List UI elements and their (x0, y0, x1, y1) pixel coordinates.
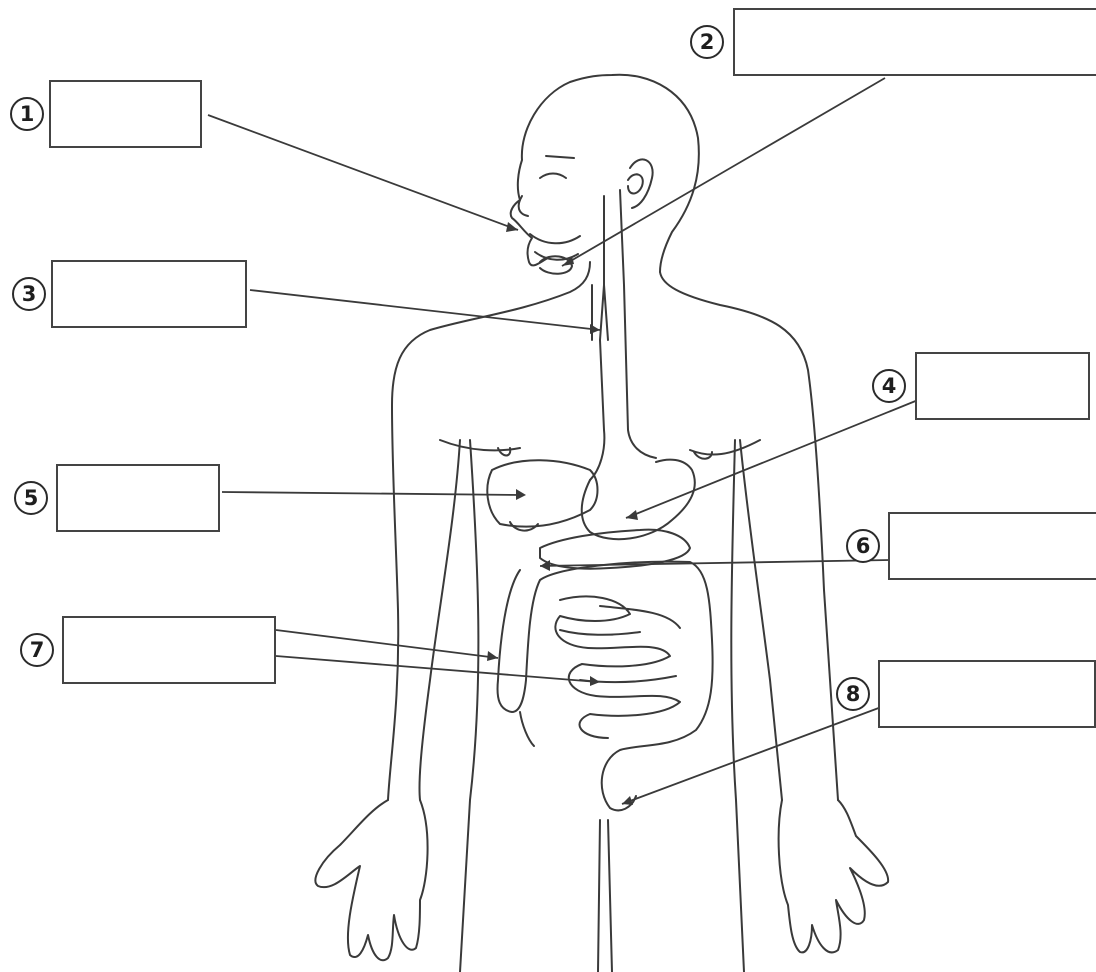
answer-box-3[interactable] (51, 260, 247, 328)
leader-line-2 (562, 78, 885, 266)
leader-line-3 (250, 290, 600, 330)
leader-line-7a (276, 630, 498, 658)
label-number-8: 8 (836, 677, 870, 711)
label-3: 3 (12, 260, 247, 328)
arrowhead-7a (487, 651, 498, 661)
label-6: 6 (846, 512, 1096, 580)
answer-box-1[interactable] (49, 80, 202, 148)
answer-box-7[interactable] (62, 616, 276, 684)
stomach (582, 460, 695, 540)
leader-line-7b (276, 656, 598, 682)
leader-lines (208, 78, 918, 804)
answer-box-6[interactable] (888, 512, 1096, 580)
chest-lines (440, 440, 760, 459)
leader-line-5 (222, 492, 524, 495)
ear-outline (630, 159, 653, 208)
right-hand (779, 800, 889, 952)
eye-outline (540, 156, 574, 178)
label-number-4: 4 (872, 369, 906, 403)
esophagus (590, 190, 656, 480)
leader-line-1 (208, 115, 518, 230)
answer-box-8[interactable] (878, 660, 1096, 728)
label-number-5: 5 (14, 481, 48, 515)
left-hand (315, 800, 427, 960)
label-2: 2 (690, 8, 1096, 76)
answer-box-4[interactable] (915, 352, 1090, 420)
appendix (520, 712, 534, 746)
label-number-7: 7 (20, 633, 54, 667)
arrowhead-8 (622, 796, 633, 805)
leader-line-6 (540, 560, 890, 566)
arrowheads (487, 222, 638, 805)
leg-line (598, 820, 612, 972)
nose-outline (519, 196, 528, 216)
arrowhead-1 (506, 222, 518, 232)
label-number-6: 6 (846, 529, 880, 563)
label-1: 1 (10, 80, 202, 148)
label-number-2: 2 (690, 25, 724, 59)
label-number-3: 3 (12, 277, 46, 311)
arrowhead-4 (626, 510, 638, 520)
label-number-1: 1 (10, 97, 44, 131)
label-4: 4 (872, 352, 1090, 420)
label-5: 5 (14, 464, 220, 532)
answer-box-2[interactable] (733, 8, 1096, 76)
arrowhead-5 (516, 489, 526, 500)
liver (487, 460, 597, 526)
small-intestine (555, 596, 680, 738)
pancreas (540, 530, 690, 569)
label-8: 8 (836, 660, 1096, 728)
label-7: 7 (20, 616, 276, 684)
answer-box-5[interactable] (56, 464, 220, 532)
